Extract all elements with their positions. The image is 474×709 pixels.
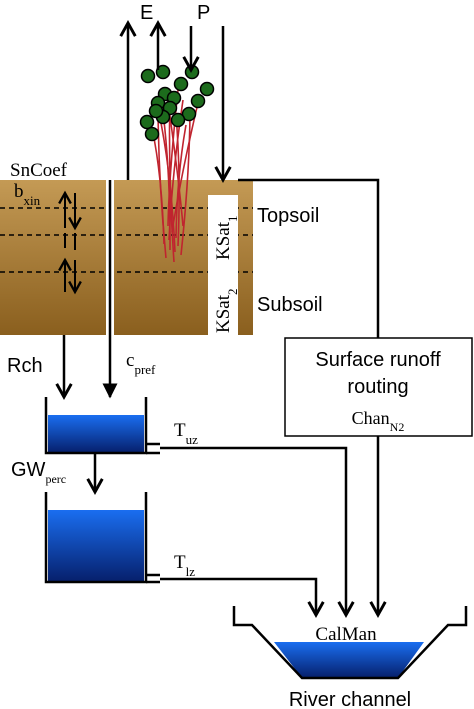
- leaf-icon: [190, 93, 206, 109]
- plant-canopy: [139, 64, 215, 142]
- ksat2-box: [208, 268, 238, 336]
- lower-zone-tank: [44, 492, 148, 584]
- gw-perc-label: GWperc: [11, 459, 66, 486]
- leaf-icon: [140, 68, 156, 84]
- river-channel-label: River channel: [289, 689, 411, 709]
- surface-runoff-subtitle: routing: [347, 376, 408, 398]
- river-channel-banks: [232, 606, 468, 680]
- snow-coef-label: SnCoef: [10, 160, 68, 181]
- river-channel-water: [274, 642, 424, 678]
- leaf-icon: [144, 126, 160, 142]
- leaf-icon: [181, 106, 197, 122]
- surface-runoff-title: Surface runoff: [315, 349, 441, 371]
- b-xin-label: bxin: [14, 181, 41, 208]
- leaf-icon: [170, 112, 186, 128]
- surface-runoff-path: [238, 178, 380, 338]
- lower-zone-water: [48, 510, 144, 582]
- lower-zone-to-river-arrow: [160, 577, 316, 615]
- upper-zone-water: [48, 415, 144, 453]
- t-uz-label: Tuz: [174, 420, 198, 447]
- plant-root-strand: [180, 111, 191, 256]
- precipitation-label: P: [197, 2, 210, 24]
- leaf-icon: [148, 103, 164, 119]
- evaporation-label: E: [140, 2, 153, 24]
- infiltration-arrows: [65, 193, 75, 292]
- calman-label: CalMan: [315, 624, 377, 645]
- upper-zone-to-river-arrow: [160, 446, 346, 615]
- recharge-label: Rch: [7, 355, 43, 377]
- plant-root-strand: [159, 117, 176, 253]
- leaf-icon: [155, 64, 171, 80]
- leaf-icon: [173, 76, 189, 92]
- ksat1-label: KSat1: [213, 216, 240, 261]
- topsoil-label: Topsoil: [257, 205, 319, 227]
- chan-n2-label: ChanN2: [352, 408, 405, 434]
- ksat2-label: KSat2: [213, 289, 240, 334]
- plant-root-strand: [175, 124, 187, 239]
- c-pref-label: cpref: [126, 350, 156, 377]
- ksat1-box: [208, 195, 238, 270]
- t-lz-label: Tlz: [174, 552, 195, 579]
- surface-runoff-box: [284, 337, 473, 437]
- leaf-icon: [139, 114, 155, 130]
- subsoil-label: Subsoil: [257, 294, 323, 316]
- leaf-icon: [199, 81, 215, 97]
